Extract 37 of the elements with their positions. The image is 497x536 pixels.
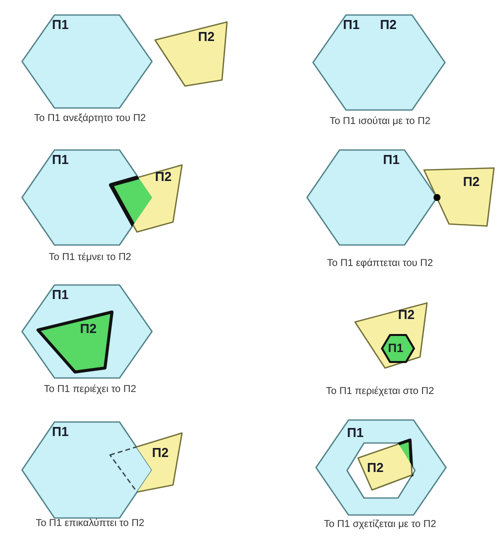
shape-label: Π2 bbox=[367, 461, 384, 474]
hexagon-shape bbox=[22, 422, 152, 518]
quadrilateral-shape bbox=[38, 312, 112, 372]
caption: Το Π1 επικαλύπτει το Π2 bbox=[36, 518, 144, 529]
hexagon-shape bbox=[22, 15, 152, 108]
quadrilateral-shape bbox=[111, 165, 182, 232]
shape-label: Π1 bbox=[52, 153, 69, 166]
hexagon-shape bbox=[307, 150, 437, 245]
quadrilateral-shape bbox=[424, 168, 494, 226]
shape-label: Π2 bbox=[463, 175, 480, 188]
quadrilateral-shape bbox=[155, 22, 227, 86]
caption: Το Π1 περιέχει το Π2 bbox=[44, 384, 136, 395]
quadrilateral-shape bbox=[355, 303, 427, 368]
shape-label: Π1 bbox=[52, 18, 69, 31]
caption: Το Π1 εφάπτεται του Π2 bbox=[327, 258, 433, 269]
shape-label: Π1 bbox=[52, 425, 69, 438]
hexagon-ring-shape bbox=[316, 420, 446, 515]
shape-label: Π1 bbox=[383, 153, 400, 166]
caption: Το Π1 σχετίζεται με το Π2 bbox=[324, 519, 436, 530]
caption: Το Π1 τέμνει το Π2 bbox=[48, 252, 132, 263]
shape-label: Π1 bbox=[347, 426, 364, 439]
shape-label: Π2 bbox=[152, 446, 169, 459]
shape-label: Π1 bbox=[52, 288, 69, 301]
shape-label: Π1 bbox=[343, 18, 360, 31]
hexagon-shape bbox=[22, 285, 152, 378]
caption: Το Π1 ανεξάρτητο του Π2 bbox=[34, 113, 146, 124]
shape-label: Π2 bbox=[155, 170, 172, 183]
quadrilateral-shape bbox=[110, 433, 182, 492]
shape-label: Π2 bbox=[80, 322, 97, 335]
hexagon-shape bbox=[382, 335, 414, 362]
shape-label: Π2 bbox=[380, 18, 397, 31]
caption: Το Π1 περιέχεται στο Π2 bbox=[326, 386, 434, 397]
shape-label: Π1 bbox=[388, 342, 404, 354]
shape-label: Π2 bbox=[198, 30, 215, 43]
shape-label: Π2 bbox=[398, 308, 415, 321]
hexagon-shape bbox=[313, 15, 445, 110]
caption: Το Π1 ισούται με το Π2 bbox=[330, 116, 430, 127]
